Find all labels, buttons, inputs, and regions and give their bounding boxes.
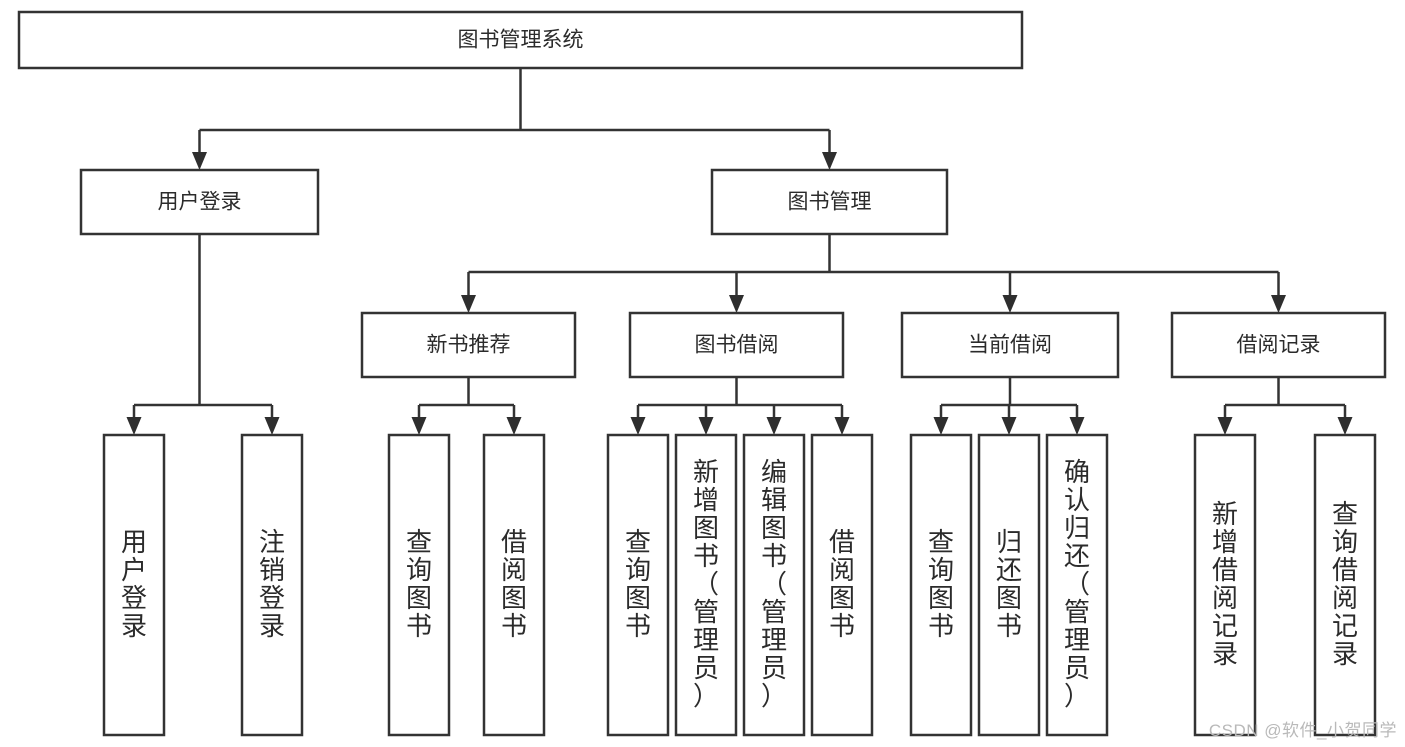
- node-label: 图书管理系统: [458, 29, 584, 52]
- node-new-book-recommendation[interactable]: 新书推荐: [360, 311, 577, 379]
- arrow-head-icon: [698, 417, 714, 435]
- node-rect: [810, 433, 874, 737]
- node-rect: [710, 168, 949, 236]
- node-rect: [17, 10, 1024, 70]
- arrow-head-icon: [411, 417, 427, 435]
- arrow-head-icon: [192, 152, 207, 170]
- node-label: 归还图书: [996, 527, 1022, 641]
- node-book-management[interactable]: 图书管理: [710, 168, 949, 236]
- node-query-book[interactable]: 查询图书: [606, 433, 670, 737]
- node-label: 编辑图书（管理员）: [761, 457, 787, 711]
- arrow-head-icon: [1337, 417, 1353, 435]
- node-label: 借阅图书: [501, 527, 527, 641]
- node-rect: [900, 311, 1120, 379]
- node-rect: [240, 433, 304, 737]
- node-query-borrow-record[interactable]: 查询借阅记录: [1313, 433, 1377, 737]
- csdn-watermark: CSDN @软件_小贺同学: [1208, 721, 1397, 740]
- node-rect: [102, 433, 166, 737]
- node-edit-book-admin[interactable]: 编辑图书（管理员）: [742, 433, 806, 737]
- node-label: 查询图书: [406, 527, 432, 641]
- node-borrow-record[interactable]: 借阅记录: [1170, 311, 1387, 379]
- node-logout[interactable]: 注销登录: [240, 433, 304, 737]
- node-rect: [674, 433, 738, 737]
- node-label: 新增借阅记录: [1212, 499, 1238, 669]
- node-label: 借阅图书: [829, 527, 855, 641]
- node-current-borrow[interactable]: 当前借阅: [900, 311, 1120, 379]
- node-label: 图书管理: [788, 191, 872, 214]
- connector-lines: [126, 68, 1353, 435]
- node-label: 查询借阅记录: [1332, 499, 1358, 669]
- arrow-head-icon: [630, 417, 646, 435]
- arrow-head-icon: [461, 295, 476, 313]
- node-borrow-book[interactable]: 借阅图书: [482, 433, 546, 737]
- node-label: 用户登录: [158, 191, 242, 214]
- node-rect: [1045, 433, 1109, 737]
- arrow-head-icon: [1271, 295, 1286, 313]
- node-borrow-book[interactable]: 借阅图书: [810, 433, 874, 737]
- arrow-head-icon: [834, 417, 850, 435]
- node-label: 注销登录: [259, 527, 285, 641]
- node-label: 查询图书: [928, 527, 954, 641]
- node-rect: [482, 433, 546, 737]
- node-label: 新书推荐: [427, 334, 511, 357]
- arrow-head-icon: [729, 295, 744, 313]
- arrow-head-icon: [1069, 417, 1085, 435]
- node-boxes: 图书管理系统用户登录图书管理新书推荐图书借阅当前借阅借阅记录用户登录注销登录查询…: [17, 10, 1387, 737]
- node-book-borrow[interactable]: 图书借阅: [628, 311, 845, 379]
- arrow-head-icon: [506, 417, 522, 435]
- node-label: 新增图书（管理员）: [693, 457, 719, 711]
- arrow-head-icon: [1217, 417, 1233, 435]
- node-book-management-system[interactable]: 图书管理系统: [17, 10, 1024, 70]
- node-rect: [360, 311, 577, 379]
- node-user-login[interactable]: 用户登录: [79, 168, 320, 236]
- node-label: 用户登录: [121, 527, 147, 641]
- node-label: 借阅记录: [1237, 334, 1321, 357]
- node-label: 图书借阅: [695, 334, 779, 357]
- arrow-head-icon: [822, 152, 837, 170]
- node-rect: [1313, 433, 1377, 737]
- node-rect: [606, 433, 670, 737]
- node-query-book[interactable]: 查询图书: [909, 433, 973, 737]
- node-return-book[interactable]: 归还图书: [977, 433, 1041, 737]
- arrow-head-icon: [933, 417, 949, 435]
- arrow-head-icon: [1001, 417, 1017, 435]
- arrow-head-icon: [1002, 295, 1018, 313]
- node-label: 当前借阅: [968, 334, 1052, 357]
- arrow-head-icon: [264, 417, 280, 435]
- node-label: 查询图书: [625, 527, 651, 641]
- node-add-borrow-record[interactable]: 新增借阅记录: [1193, 433, 1257, 737]
- node-user-login[interactable]: 用户登录: [102, 433, 166, 737]
- node-query-book[interactable]: 查询图书: [387, 433, 451, 737]
- node-label: 确认归还（管理员）: [1064, 457, 1090, 711]
- node-confirm-return-admin[interactable]: 确认归还（管理员）: [1045, 433, 1109, 737]
- node-rect: [1193, 433, 1257, 737]
- node-rect: [909, 433, 973, 737]
- node-add-book-admin[interactable]: 新增图书（管理员）: [674, 433, 738, 737]
- arrow-head-icon: [126, 417, 142, 435]
- node-rect: [628, 311, 845, 379]
- node-rect: [387, 433, 451, 737]
- arrow-head-icon: [766, 417, 782, 435]
- node-rect: [977, 433, 1041, 737]
- node-rect: [1170, 311, 1387, 379]
- node-rect: [79, 168, 320, 236]
- node-rect: [742, 433, 806, 737]
